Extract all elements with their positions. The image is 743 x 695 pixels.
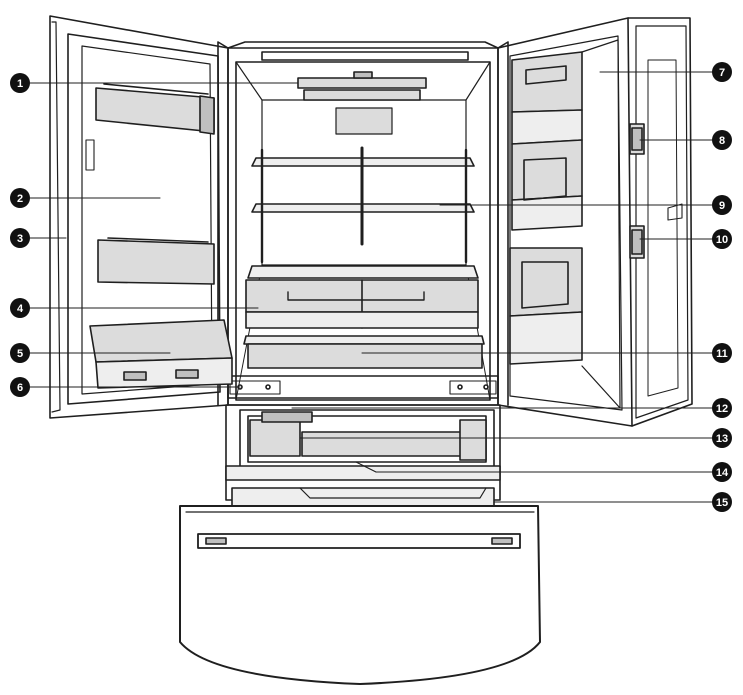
callout-number: 3 <box>17 233 23 245</box>
callout-number: 2 <box>17 193 23 205</box>
callout-15: 15 <box>712 492 732 512</box>
leader-lines <box>29 71 719 503</box>
callout-number: 14 <box>716 467 729 479</box>
callout-14: 14 <box>712 462 732 482</box>
callout-badge-circle <box>10 298 30 318</box>
callout-badge-circle <box>10 228 30 248</box>
callout-number: 15 <box>716 497 728 509</box>
control-strip <box>227 375 499 399</box>
interior-light <box>297 71 427 135</box>
callout-10: 10 <box>712 229 732 249</box>
callout-badge-circle <box>712 229 732 249</box>
callout-13: 13 <box>712 428 732 448</box>
callout-number: 5 <box>17 348 23 360</box>
callout-number: 1 <box>17 78 23 90</box>
callout-badge-circle <box>712 343 732 363</box>
callout-number: 10 <box>716 234 728 246</box>
deli-drawer <box>243 335 485 369</box>
callout-11: 11 <box>712 343 732 363</box>
callout-1: 1 <box>10 73 30 93</box>
callout-badge-circle <box>10 343 30 363</box>
callout-badge-circle <box>10 377 30 397</box>
callout-number: 11 <box>716 348 728 360</box>
callout-number: 9 <box>719 200 725 212</box>
callout-badge-circle <box>10 188 30 208</box>
callout-5: 5 <box>10 343 30 363</box>
callout-8: 8 <box>712 130 732 150</box>
callout-number: 8 <box>719 135 725 147</box>
callout-12: 12 <box>712 398 732 418</box>
callout-number: 4 <box>17 303 24 315</box>
callout-number: 7 <box>719 67 725 79</box>
callout-2: 2 <box>10 188 30 208</box>
callout-badge-circle <box>712 462 732 482</box>
callout-badge-circle <box>712 130 732 150</box>
crisper-drawers <box>245 265 479 329</box>
callout-badge-circle <box>712 398 732 418</box>
callout-6: 6 <box>10 377 30 397</box>
callout-3: 3 <box>10 228 30 248</box>
callout-badge-circle <box>10 73 30 93</box>
callout-badge-circle <box>712 62 732 82</box>
callout-number: 13 <box>716 433 728 445</box>
freezer-drawer-front <box>179 505 541 685</box>
callout-badge-circle <box>712 428 732 448</box>
callout-badge-circle <box>712 195 732 215</box>
glass-shelves <box>251 146 475 264</box>
callout-number: 6 <box>17 382 23 394</box>
freezer <box>225 404 501 513</box>
callout-4: 4 <box>10 298 30 318</box>
callout-number: 12 <box>716 403 728 415</box>
callout-7: 7 <box>712 62 732 82</box>
callout-badge-circle <box>712 492 732 512</box>
left-door <box>49 15 233 419</box>
right-door <box>497 17 693 427</box>
callout-9: 9 <box>712 195 732 215</box>
